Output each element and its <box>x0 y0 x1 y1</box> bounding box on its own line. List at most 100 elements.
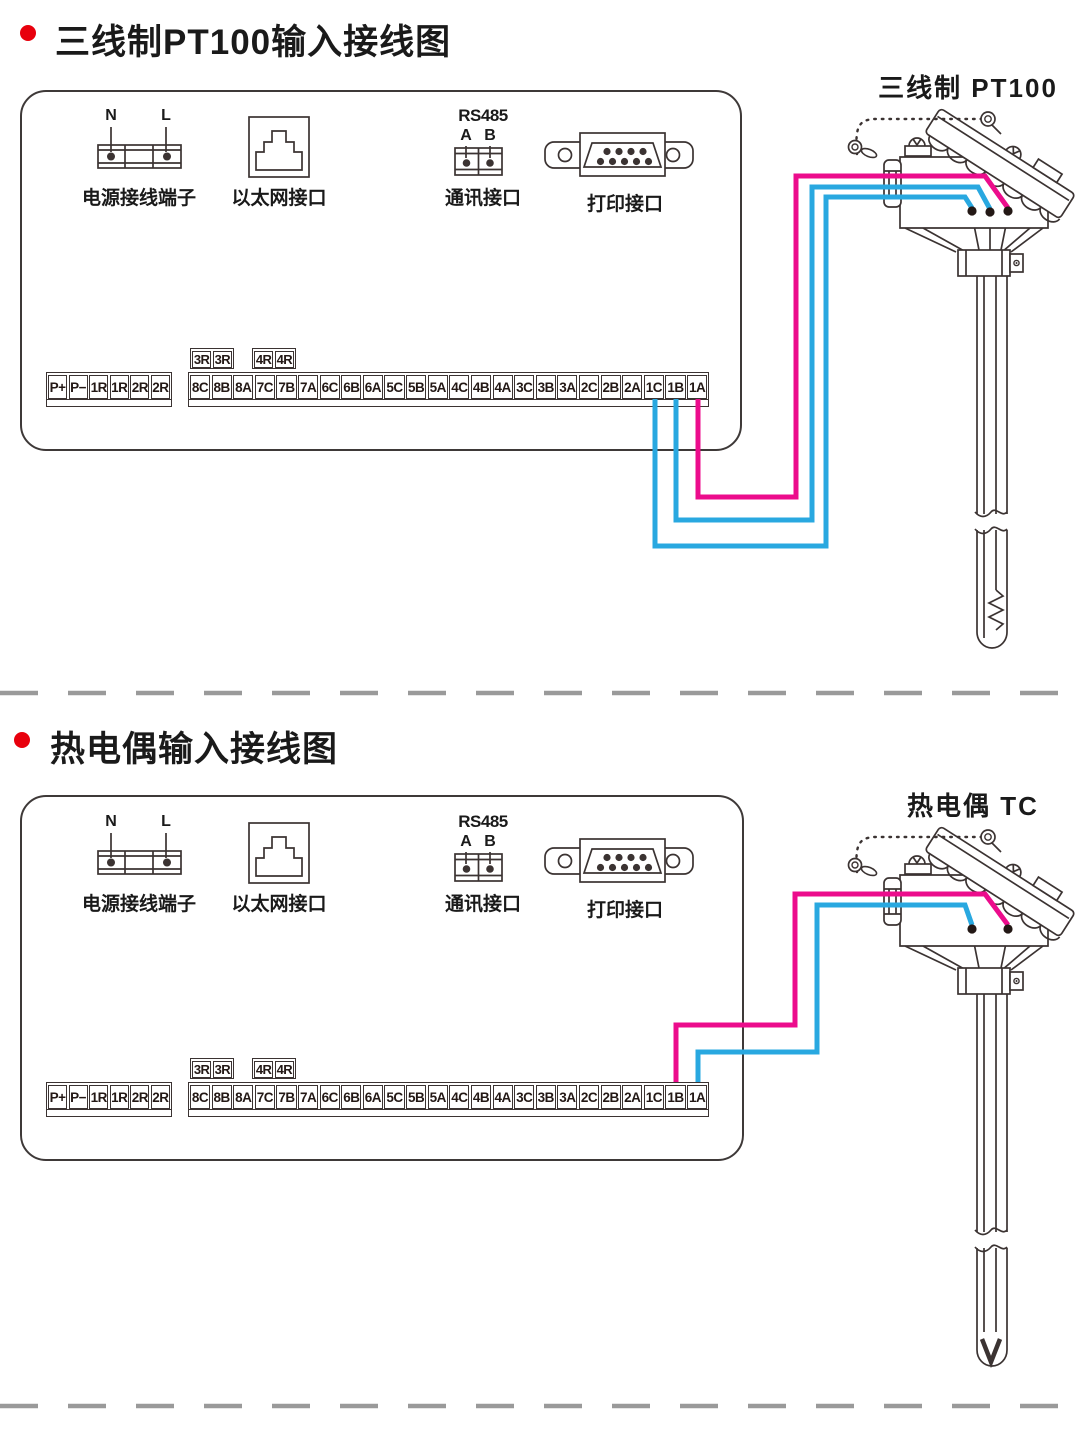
terminal-cell: 7B <box>276 1085 297 1109</box>
terminal-cell: 2C <box>578 1085 600 1109</box>
sensor-label: 热电偶 TC <box>907 791 1039 821</box>
sensor-terminal-dot <box>967 924 977 934</box>
terminal-cell: 3B <box>535 375 556 399</box>
line-art <box>904 227 1044 253</box>
rs485-pin-b: B <box>484 833 496 850</box>
line-art <box>957 967 1011 995</box>
ethernet-caption: 以太网接口 <box>231 894 327 915</box>
line-art <box>984 115 992 123</box>
terminal-cell: 1C <box>643 375 664 399</box>
power-pin-label-l: L <box>161 107 171 124</box>
terminal-cell: 5A <box>427 375 448 399</box>
sensor-terminal-dot <box>1003 924 1013 934</box>
line-art <box>991 124 1002 135</box>
line-art <box>928 135 1061 223</box>
line-art <box>991 842 1002 853</box>
line-art <box>980 111 996 127</box>
terminal-cell: 1A <box>687 375 708 399</box>
rs485-pin-a: A <box>460 833 472 850</box>
cap-open-path-dotted <box>855 835 986 874</box>
terminal-cell: 2B <box>600 375 621 399</box>
terminal-cell: 8C <box>190 375 211 399</box>
rs485-pin-a: A <box>460 127 472 144</box>
power-terminal-caption: 电源接线端子 <box>81 894 197 915</box>
line-art <box>908 855 926 865</box>
terminal-cell: 5C <box>384 375 405 399</box>
line-art <box>976 1349 1008 1367</box>
line-art <box>884 888 901 915</box>
terminal-strip-band <box>47 399 171 406</box>
terminal-cell: 4A <box>492 375 513 399</box>
line-art <box>1009 971 1024 991</box>
terminal-cell: 1R <box>89 1085 109 1109</box>
sensor-cap <box>925 826 1075 941</box>
line-art <box>1015 262 1018 264</box>
terminal-cell: 1R <box>109 375 129 399</box>
sensor-cap <box>925 108 1075 223</box>
terminal-cell: 1R <box>89 375 109 399</box>
line-art <box>912 856 922 865</box>
terminal-cell: 7B <box>276 375 297 399</box>
line-art <box>937 115 1070 202</box>
rs485-heading: RS485 <box>458 106 508 125</box>
printer-port-caption: 打印接口 <box>586 900 664 921</box>
line-art <box>976 275 1008 632</box>
line-art <box>937 833 1070 920</box>
line-art <box>925 826 1075 937</box>
terminal-cell: 4C <box>449 375 470 399</box>
line-art <box>965 968 1003 994</box>
line-art <box>883 159 902 208</box>
line-art <box>883 877 902 926</box>
line-art <box>851 143 859 151</box>
line-art <box>884 170 901 197</box>
line-art <box>904 863 932 875</box>
line-art <box>1012 146 1021 155</box>
terminal-cell: 2R <box>150 1085 170 1109</box>
terminal-cell: 4R <box>274 351 294 368</box>
terminal-cell: 1B <box>665 1085 686 1109</box>
terminal-cell: 6C <box>319 375 340 399</box>
terminal-cell: 3R <box>212 1061 232 1078</box>
rs485-caption: 通讯接口 <box>444 894 522 915</box>
line-art <box>899 874 1049 947</box>
terminal-cell: 2R <box>150 375 170 399</box>
line-art <box>860 147 878 159</box>
terminal-cell: 3C <box>514 375 535 399</box>
line-art <box>980 829 996 845</box>
section-bullet-icon <box>14 732 30 748</box>
cap-open-path-dotted <box>855 117 986 156</box>
power-pin-label-l: L <box>161 813 171 830</box>
line-art <box>904 945 1044 971</box>
terminal-cell: 5C <box>384 1085 405 1109</box>
line-art <box>983 275 997 638</box>
terminal-cell: 2C <box>578 375 600 399</box>
line-art <box>908 137 926 147</box>
terminal-cell: 8C <box>190 1085 211 1109</box>
line-art <box>971 932 1009 994</box>
line-art <box>860 865 878 877</box>
terminal-cell: 3R <box>192 351 212 368</box>
terminal-cell: 4A <box>492 1085 513 1109</box>
terminal-cell: 2A <box>622 375 643 399</box>
terminal-cell: 4R <box>274 1061 294 1078</box>
terminal-cell: 3A <box>557 1085 578 1109</box>
terminal-cell: 5A <box>427 1085 448 1109</box>
line-art <box>928 853 1061 941</box>
terminal-cell: 2A <box>622 1085 643 1109</box>
terminal-cell: P− <box>68 1085 88 1109</box>
